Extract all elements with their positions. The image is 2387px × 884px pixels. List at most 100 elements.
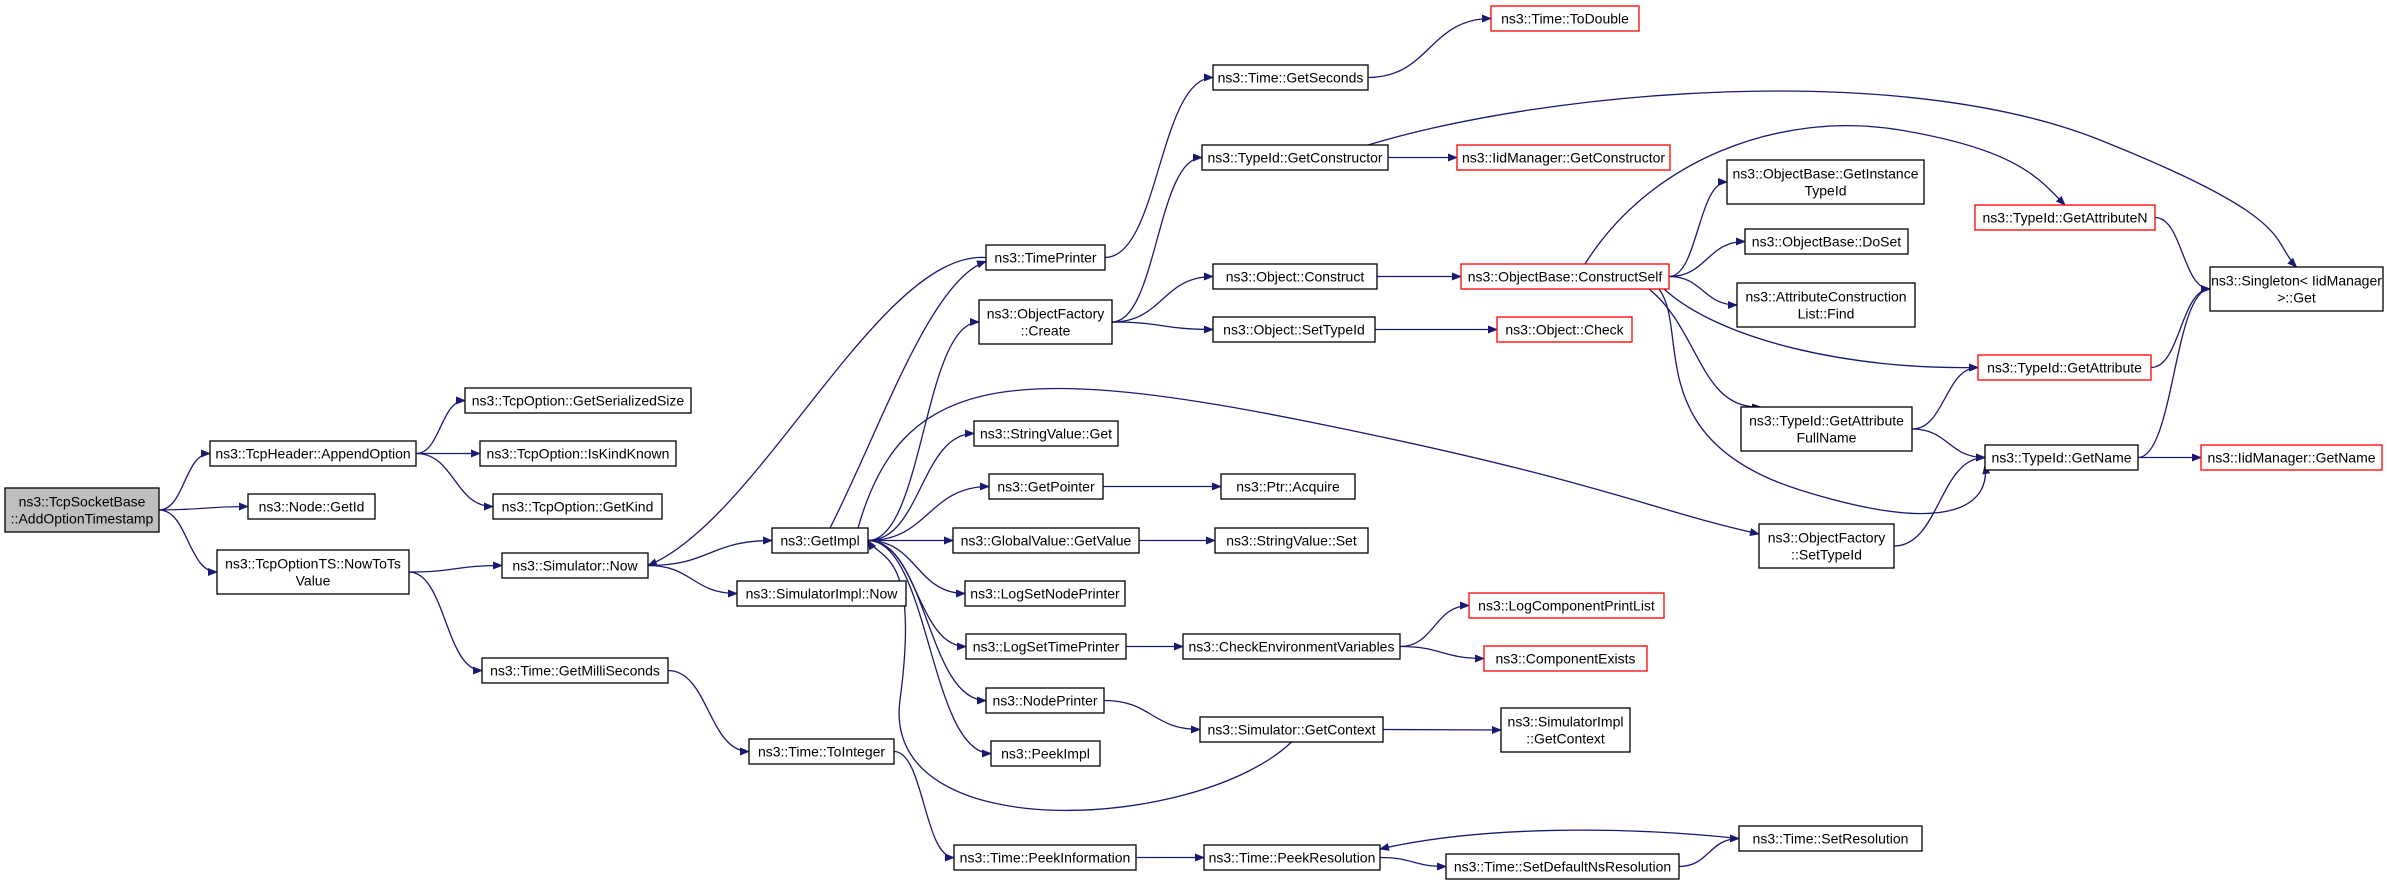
edge-time-printer-to-sim-now: [647, 256, 987, 567]
node-node-get-id[interactable]: ns3::Node::GetId: [247, 493, 376, 520]
node-label: ns3::GlobalValue::GetValue: [961, 533, 1132, 549]
node-box: [2209, 266, 2384, 312]
node-get-seconds[interactable]: ns3::Time::GetSeconds: [1212, 64, 1369, 91]
edge-root-to-now-to-ts: [158, 509, 218, 576]
node-object-check[interactable]: ns3::Object::Check: [1496, 316, 1633, 343]
node-log-component-print-list[interactable]: ns3::LogComponentPrintList: [1468, 592, 1665, 619]
node-box: [771, 527, 869, 554]
node-peek-resolution[interactable]: ns3::Time::PeekResolution: [1203, 844, 1381, 871]
node-get-milli-seconds[interactable]: ns3::Time::GetMilliSeconds: [481, 657, 669, 684]
edge-get-impl-to-peek-impl: [867, 539, 992, 758]
node-label: ns3::Time::PeekResolution: [1209, 850, 1376, 866]
node-box: [209, 440, 417, 467]
node-global-value-get-value[interactable]: ns3::GlobalValue::GetValue: [952, 527, 1140, 554]
node-get-serialized-size[interactable]: ns3::TcpOption::GetSerializedSize: [464, 387, 692, 414]
node-obj-factory-set-type-id[interactable]: ns3::ObjectFactory::SetTypeId: [1758, 523, 1895, 569]
node-label: ns3::StringValue::Set: [1226, 533, 1357, 549]
node-string-value-set[interactable]: ns3::StringValue::Set: [1214, 527, 1369, 554]
node-set-resolution[interactable]: ns3::Time::SetResolution: [1738, 825, 1923, 852]
node-set-default-ns-resolution[interactable]: ns3::Time::SetDefaultNsResolution: [1445, 853, 1680, 880]
node-get-impl[interactable]: ns3::GetImpl: [771, 527, 869, 554]
node-label: ns3::TypeId::GetConstructor: [1207, 150, 1382, 166]
edge-get-impl-to-string-value-get: [867, 429, 975, 542]
edge-get-milli-seconds-to-to-integer: [667, 669, 750, 756]
node-box: [965, 633, 1127, 660]
edge-now-to-ts-to-get-milli-seconds: [408, 571, 483, 675]
node-box: [1974, 204, 2156, 231]
node-label: ns3::IidManager::GetName: [2207, 450, 2375, 466]
node-root[interactable]: ns3::TcpSocketBase::AddOptionTimestamp: [4, 487, 160, 533]
node-box: [978, 299, 1113, 345]
node-label: ns3::GetPointer: [997, 479, 1095, 495]
node-box: [2200, 444, 2383, 471]
node-sim-get-context[interactable]: ns3::Simulator::GetContext: [1199, 716, 1384, 743]
node-box: [4, 487, 160, 533]
node-node-printer[interactable]: ns3::NodePrinter: [985, 687, 1105, 714]
node-iid-get-constructor[interactable]: ns3::IidManager::GetConstructor: [1456, 144, 1671, 171]
node-get-kind[interactable]: ns3::TcpOption::GetKind: [492, 493, 663, 520]
node-box: [216, 549, 410, 595]
node-append-option[interactable]: ns3::TcpHeader::AppendOption: [209, 440, 417, 467]
node-label: ns3::TcpOptionTS::NowToTs: [225, 556, 401, 572]
node-ptr-acquire[interactable]: ns3::Ptr::Acquire: [1220, 473, 1356, 500]
node-label: ns3::GetImpl: [780, 533, 859, 549]
node-string-value-get[interactable]: ns3::StringValue::Get: [973, 420, 1119, 447]
node-box: [464, 387, 692, 414]
node-sim-impl-now[interactable]: ns3::SimulatorImpl::Now: [736, 580, 907, 607]
node-box: [985, 244, 1106, 271]
node-sim-now[interactable]: ns3::Simulator::Now: [501, 552, 649, 579]
node-get-attribute[interactable]: ns3::TypeId::GetAttribute: [1977, 354, 2152, 381]
edge-obj-factory-create-to-type-id-get-constructor: [1111, 153, 1203, 323]
node-log-set-node-printer[interactable]: ns3::LogSetNodePrinter: [964, 580, 1126, 607]
node-log-set-time-printer[interactable]: ns3::LogSetTimePrinter: [965, 633, 1127, 660]
edge-get-attribute-n-to-singleton-get: [2154, 216, 2211, 293]
node-iid-get-name[interactable]: ns3::IidManager::GetName: [2200, 444, 2383, 471]
node-label: ns3::TypeId::GetAttribute: [1987, 360, 2142, 376]
node-singleton-get[interactable]: ns3::Singleton< IidManager >::Get: [2209, 266, 2384, 312]
node-component-exists[interactable]: ns3::ComponentExists: [1483, 645, 1648, 672]
node-object-set-type-id[interactable]: ns3::Object::SetTypeId: [1212, 316, 1376, 343]
node-get-attribute-n[interactable]: ns3::TypeId::GetAttributeN: [1974, 204, 2156, 231]
node-label: ns3::TypeId::GetAttribute: [1749, 413, 1904, 429]
edge-get-seconds-to-to-double: [1367, 14, 1492, 79]
node-label: ns3::ObjectBase::DoSet: [1752, 234, 1902, 250]
node-box: [973, 420, 1119, 447]
node-box: [1726, 159, 1925, 205]
node-do-set[interactable]: ns3::ObjectBase::DoSet: [1744, 228, 1909, 255]
node-box: [247, 493, 376, 520]
node-box: [1214, 527, 1369, 554]
edge-get-impl-to-node-printer: [867, 539, 987, 705]
node-peek-impl[interactable]: ns3::PeekImpl: [990, 740, 1101, 767]
node-get-pointer[interactable]: ns3::GetPointer: [988, 473, 1104, 500]
edge-construct-self-to-get-attribute-n: [1584, 125, 2066, 265]
node-label: ::SetTypeId: [1791, 547, 1862, 563]
node-to-double[interactable]: ns3::Time::ToDouble: [1490, 5, 1640, 32]
edge-set-default-ns-resolution-to-set-resolution: [1678, 834, 1740, 868]
node-time-printer[interactable]: ns3::TimePrinter: [985, 244, 1106, 271]
node-label: ns3::Singleton< IidManager: [2211, 273, 2382, 289]
node-box: [736, 580, 907, 607]
node-to-integer[interactable]: ns3::Time::ToInteger: [748, 738, 895, 765]
node-label: ns3::Time::ToInteger: [758, 744, 885, 760]
node-object-construct[interactable]: ns3::Object::Construct: [1212, 263, 1378, 290]
edge-get-impl-to-obj-factory-create: [867, 318, 980, 542]
node-label: ns3::Time::GetMilliSeconds: [490, 663, 660, 679]
node-type-id-get-constructor[interactable]: ns3::TypeId::GetConstructor: [1201, 144, 1389, 171]
edge-get-attribute-to-singleton-get: [2150, 285, 2211, 369]
node-type-id-get-name[interactable]: ns3::TypeId::GetName: [1984, 444, 2139, 471]
node-obj-factory-create[interactable]: ns3::ObjectFactory::Create: [978, 299, 1113, 345]
node-peek-information[interactable]: ns3::Time::PeekInformation: [953, 844, 1137, 871]
node-label: TypeId: [1804, 183, 1846, 199]
node-label: ns3::Simulator::GetContext: [1207, 722, 1375, 738]
node-construct-self[interactable]: ns3::ObjectBase::ConstructSelf: [1460, 263, 1670, 290]
node-sim-impl-get-context[interactable]: ns3::SimulatorImpl::GetContext: [1500, 707, 1631, 753]
node-is-kind-known[interactable]: ns3::TcpOption::IsKindKnown: [479, 440, 677, 467]
node-check-env-vars[interactable]: ns3::CheckEnvironmentVariables: [1182, 633, 1401, 660]
node-box: [1758, 523, 1895, 569]
edge-type-id-get-constructor-to-singleton-get: [1367, 90, 2298, 268]
